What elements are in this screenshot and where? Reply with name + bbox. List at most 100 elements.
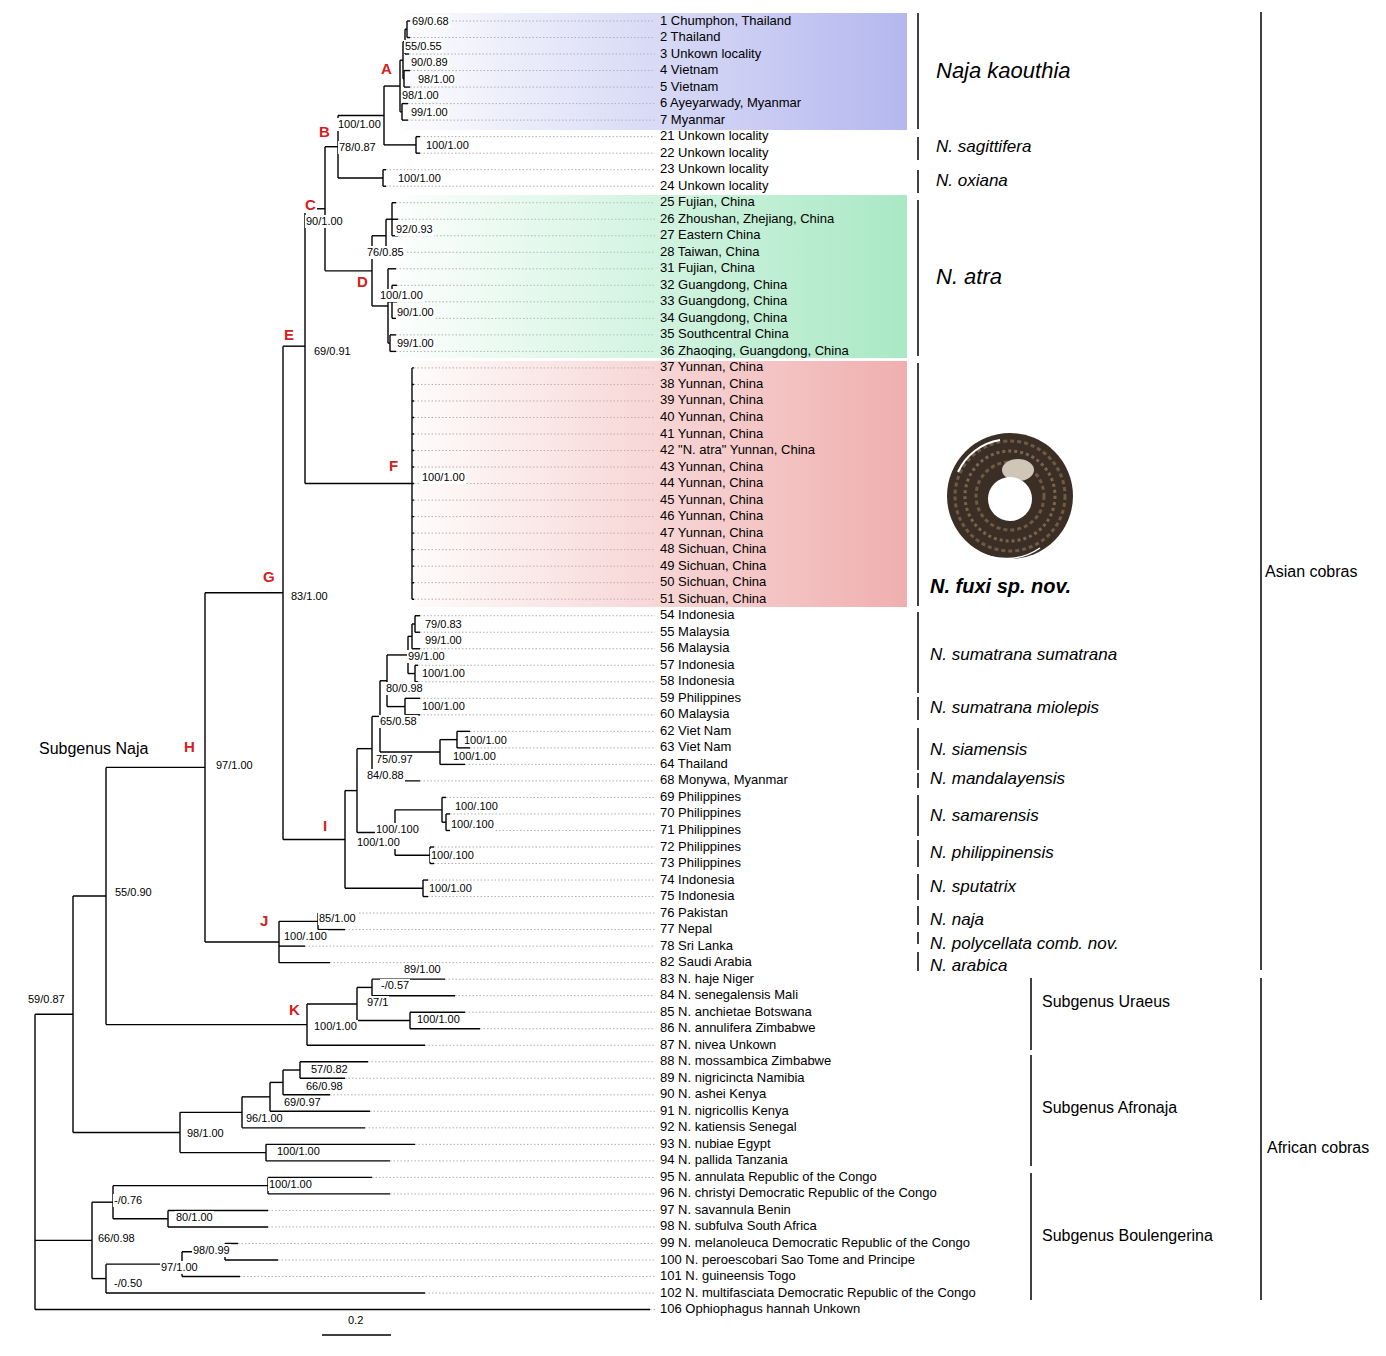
group-label: Asian cobras [1264, 563, 1359, 581]
branch [268, 1193, 390, 1194]
leader-line [268, 1226, 655, 1227]
support-value: 89/1.00 [403, 963, 442, 976]
tip-label: 31 Fujian, China [660, 261, 755, 276]
clade-brackets [918, 12, 1261, 1300]
leader-line [446, 797, 655, 798]
branch [35, 1240, 92, 1241]
branch [283, 1069, 300, 1070]
branch [415, 665, 418, 666]
tip-label: 96 N. christyi Democratic Republic of th… [660, 1186, 937, 1201]
branch [440, 739, 457, 740]
tip-label: 90 N. ashei Kenya [660, 1087, 766, 1102]
support-value: 100/1.00 [421, 471, 466, 484]
tip-label: 5 Vietnam [660, 80, 718, 95]
branch [338, 177, 383, 178]
branch [305, 483, 412, 484]
leader-line [418, 681, 655, 682]
support-value: 100/.100 [454, 800, 499, 813]
branch [388, 268, 396, 269]
node-letter: G [262, 568, 276, 585]
branch [390, 334, 396, 335]
support-value: 100/.100 [450, 818, 495, 831]
branch [384, 85, 400, 86]
branch [383, 185, 386, 186]
support-value: 100/1.00 [379, 289, 424, 302]
tip-label: 82 Saudi Arabia [660, 955, 752, 970]
branch [325, 270, 372, 271]
branch [387, 706, 405, 707]
branch [442, 797, 446, 798]
tip-label: 50 Sichuan, China [660, 575, 766, 590]
tip-label: 76 Pakistan [660, 906, 728, 921]
branch [279, 945, 305, 946]
node-letter: J [259, 912, 269, 929]
branch [73, 1132, 180, 1133]
leader-line [390, 1160, 655, 1161]
tip-label: 28 Taiwan, China [660, 245, 760, 260]
leader-line [434, 863, 655, 864]
leader-line [390, 1193, 655, 1194]
leader-line [420, 648, 655, 649]
leader-line [425, 1293, 655, 1294]
species-name: N. naja [930, 910, 984, 930]
species-name: Naja kaouthia [936, 58, 1071, 83]
branch [180, 1152, 266, 1153]
tip-label: 68 Monywa, Myanmar [660, 773, 788, 788]
branch [325, 146, 338, 147]
branch [410, 1028, 480, 1029]
branch [168, 1226, 268, 1227]
branch [400, 60, 403, 61]
tip-label: 55 Malaysia [660, 625, 729, 640]
branch [395, 809, 442, 810]
tip-label: 91 N. nigricollis Kenya [660, 1104, 789, 1119]
support-value: 100/.100 [283, 930, 328, 943]
bracket [917, 200, 919, 356]
tip-label: 83 N. haje Niger [660, 972, 754, 987]
group-label: 0.2 [347, 1314, 364, 1327]
support-value: 100/1.00 [425, 139, 470, 152]
branch [279, 962, 330, 963]
node-letter: I [322, 817, 328, 834]
leader-line [465, 1012, 655, 1013]
clade-band: 25 Fujian, China26 Zhoushan, Zhejiang, C… [400, 195, 907, 358]
tip-label: 97 N. savannula Benin [660, 1203, 791, 1218]
branch [383, 169, 386, 170]
tip-label: 34 Guangdong, China [660, 311, 787, 326]
species-name: N. oxiana [936, 171, 1008, 191]
support-value: 75/0.97 [375, 753, 414, 766]
leader-line [365, 1127, 655, 1128]
tip-label: 92 N. katiensis Senegal [660, 1120, 797, 1135]
support-value: 66/0.98 [97, 1232, 136, 1245]
bracket [1260, 978, 1262, 1300]
support-value: 98/1.00 [417, 73, 456, 86]
leader-line [450, 813, 655, 814]
bracket [917, 363, 919, 606]
branch [242, 1127, 365, 1128]
tip-label: 42 "N. atra" Yunnan, China [660, 443, 815, 458]
branch [415, 632, 420, 633]
branch [300, 1078, 345, 1079]
species-name: N. sumatrana miolepis [930, 698, 1099, 718]
bracket [917, 137, 919, 160]
branch [400, 111, 402, 112]
bracket [1260, 12, 1262, 970]
support-value: 92/0.93 [395, 223, 434, 236]
tip-label: 69 Philippines [660, 790, 741, 805]
species-name: N. samarensis [930, 806, 1039, 826]
branch [279, 921, 318, 922]
bracket [917, 13, 919, 129]
tip-label: 7 Myanmar [660, 113, 725, 128]
leader-line [345, 1078, 655, 1079]
leader-line [428, 896, 655, 897]
branch [113, 1218, 168, 1219]
support-value: 69/0.91 [313, 345, 352, 358]
branch [457, 747, 470, 748]
branch [182, 1276, 240, 1277]
support-value: 100/1.00 [416, 1013, 461, 1026]
branch [390, 351, 396, 352]
clade-band: 37 Yunnan, China38 Yunnan, China39 Yunna… [412, 361, 907, 607]
leader-line [428, 880, 655, 881]
tip-label: 101 N. guineensis Togo [660, 1269, 796, 1284]
support-value: 100/1.00 [268, 1178, 313, 1191]
support-value: 65/0.58 [379, 715, 418, 728]
